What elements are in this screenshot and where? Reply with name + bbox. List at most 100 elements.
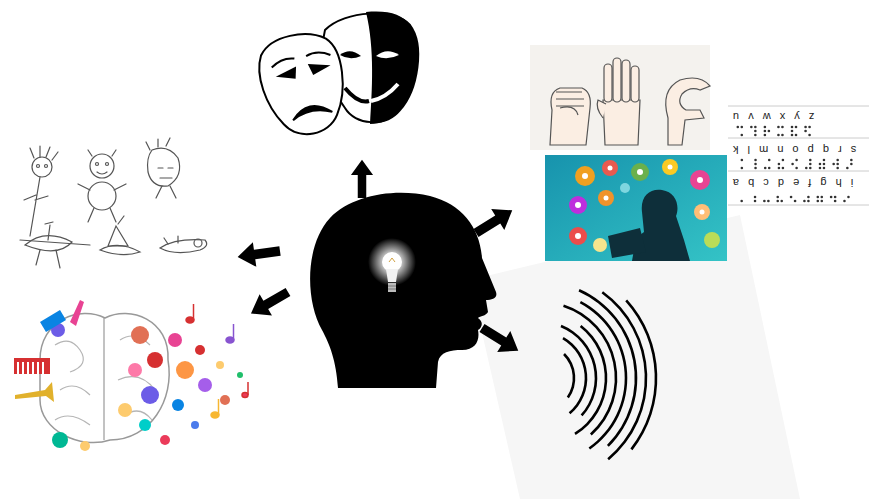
head-silhouette — [310, 193, 496, 388]
braille-letter-row: a b c d e f g h i — [733, 176, 853, 189]
sign-language-hands — [530, 45, 710, 150]
braille-dot — [754, 167, 757, 170]
braille-dot — [768, 167, 771, 170]
braille-dot — [823, 167, 826, 170]
braille-dot — [781, 134, 784, 137]
braille-dot — [807, 196, 810, 199]
children-drawings — [20, 138, 207, 268]
sound-wave-arc — [625, 300, 657, 451]
braille-dot — [776, 196, 779, 199]
braille-dot — [819, 163, 822, 166]
braille-dot — [804, 126, 807, 129]
braille-dot — [836, 159, 839, 162]
braille-dot — [795, 134, 798, 137]
braille-dot — [809, 159, 812, 162]
sound-wave-arc — [563, 304, 617, 435]
braille-dot — [836, 167, 839, 170]
braille-dot — [754, 126, 757, 129]
science-girl — [545, 155, 727, 261]
braille-dot — [763, 200, 766, 203]
braille-dot — [790, 196, 793, 199]
braille-dot — [764, 126, 767, 129]
braille-dot — [780, 200, 783, 203]
braille-dot — [846, 167, 849, 170]
braille-dot — [740, 200, 743, 203]
braille-dot — [834, 196, 837, 199]
theatre-masks — [253, 12, 418, 142]
braille-dot — [816, 196, 819, 199]
braille-dot — [764, 130, 767, 133]
braille-dot — [782, 167, 785, 170]
braille-dots-row — [741, 159, 853, 170]
braille-dot — [809, 163, 812, 166]
braille-dots-row — [736, 126, 810, 137]
braille-letter-row: u v w x y z — [733, 110, 814, 123]
braille-dot — [791, 130, 794, 133]
sound-waves — [560, 289, 657, 460]
braille-dot — [778, 163, 781, 166]
braille-dot — [754, 134, 757, 137]
braille-chart — [728, 106, 869, 206]
sound-wave-arc — [579, 289, 638, 447]
braille-dot — [823, 163, 826, 166]
braille-dot — [740, 126, 743, 129]
braille-dot — [781, 126, 784, 129]
braille-dot — [754, 200, 757, 203]
sound-wave-arc — [574, 325, 607, 435]
braille-dot — [795, 126, 798, 129]
braille-dot — [776, 200, 779, 203]
music-brain — [14, 300, 248, 451]
braille-dot — [804, 130, 807, 133]
braille-dot — [832, 163, 835, 166]
braille-dot — [816, 200, 819, 203]
braille-dot — [768, 159, 771, 162]
braille-dot — [850, 163, 853, 166]
braille-dot — [777, 134, 780, 137]
braille-dot — [754, 196, 757, 199]
braille-dot — [847, 196, 850, 199]
sound-wave-arc — [563, 353, 575, 398]
braille-dot — [809, 167, 812, 170]
braille-dot — [791, 126, 794, 129]
sound-wave-arc — [562, 337, 587, 414]
braille-dot — [741, 167, 744, 170]
braille-dot — [764, 167, 767, 170]
braille-dot — [850, 159, 853, 162]
braille-dot — [795, 159, 798, 162]
braille-dot — [823, 159, 826, 162]
braille-letter-row: k l m n o p q r s — [733, 143, 856, 156]
braille-dot — [805, 167, 808, 170]
braille-dots-row — [740, 196, 849, 203]
braille-dot — [830, 196, 833, 199]
arrows — [236, 160, 525, 361]
braille-dot — [778, 167, 781, 170]
braille-dot — [740, 134, 743, 137]
braille-dot — [791, 163, 794, 166]
braille-dot — [741, 159, 744, 162]
braille-dot — [782, 159, 785, 162]
braille-dot — [843, 200, 846, 203]
braille-dot — [794, 200, 797, 203]
braille-dot — [754, 130, 757, 133]
braille-dot — [754, 159, 757, 162]
braille-dot — [764, 134, 767, 137]
braille-dot — [836, 163, 839, 166]
braille-dot — [736, 126, 739, 129]
braille-dot — [820, 200, 823, 203]
braille-dot — [750, 126, 753, 129]
braille-dot — [819, 167, 822, 170]
braille-dot — [754, 163, 757, 166]
braille-dot — [768, 130, 771, 133]
braille-dot — [767, 200, 770, 203]
braille-dot — [834, 200, 837, 203]
braille-dot — [808, 134, 811, 137]
braille-dot — [803, 200, 806, 203]
braille-dot — [808, 126, 811, 129]
braille-dot — [777, 126, 780, 129]
braille-dot — [820, 196, 823, 199]
braille-dot — [791, 134, 794, 137]
braille-dot — [807, 200, 810, 203]
braille-dot — [795, 167, 798, 170]
